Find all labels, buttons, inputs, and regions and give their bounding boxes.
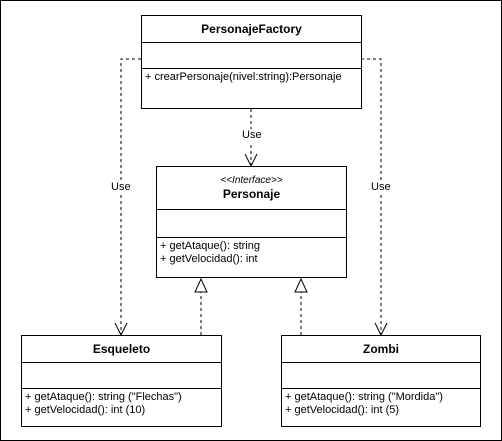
class-name: Esqueleto	[92, 341, 151, 356]
attributes-compartment	[142, 42, 361, 68]
use-label-personaje: Use	[242, 129, 262, 142]
method-item: + getAtaque(): string	[160, 240, 260, 252]
methods-compartment: + getAtaque(): string ("Flechas") + getV…	[22, 388, 221, 426]
realization-arrowhead-zombi	[294, 277, 308, 293]
class-header: Zombi	[282, 336, 480, 362]
method-item: + getVelocidad(): int (10)	[25, 404, 146, 416]
class-header: Esqueleto	[22, 336, 221, 362]
methods-compartment: + crearPersonaje(nivel:string):Personaje	[142, 68, 361, 108]
use-label-zombi: Use	[371, 181, 391, 194]
class-personaje-factory[interactable]: PersonajeFactory + crearPersonaje(nivel:…	[141, 15, 362, 109]
realization-arrowhead-esqueleto	[194, 277, 208, 293]
use-edge-zombi	[361, 58, 382, 335]
method-item: + getVelocidad(): int (5)	[285, 404, 400, 416]
methods-compartment: + getAtaque(): string ("Mordida") + getV…	[282, 388, 480, 426]
attributes-compartment	[282, 362, 480, 388]
use-edge-esqueleto	[120, 58, 141, 335]
use-label-esqueleto: Use	[111, 181, 131, 194]
class-name: PersonajeFactory	[201, 21, 302, 36]
method-item: + getAtaque(): string ("Mordida")	[285, 391, 443, 403]
class-name: Personaje	[222, 186, 281, 201]
methods-compartment: + getAtaque(): string + getVelocidad(): …	[157, 237, 346, 277]
method-item: + getAtaque(): string ("Flechas")	[25, 391, 182, 403]
method-item: + getVelocidad(): int	[160, 253, 258, 265]
attributes-compartment	[157, 209, 346, 237]
class-header: <<Interface>> Personaje	[157, 167, 346, 209]
class-esqueleto[interactable]: Esqueleto + getAtaque(): string ("Flecha…	[21, 335, 222, 427]
class-name: Zombi	[363, 341, 399, 356]
attributes-compartment	[22, 362, 221, 388]
stereotype-label: <<Interface>>	[220, 174, 283, 186]
class-zombi[interactable]: Zombi + getAtaque(): string ("Mordida") …	[281, 335, 481, 427]
method-item: + crearPersonaje(nivel:string):Personaje	[145, 71, 342, 83]
interface-personaje[interactable]: <<Interface>> Personaje + getAtaque(): s…	[156, 166, 347, 278]
class-header: PersonajeFactory	[142, 16, 361, 42]
